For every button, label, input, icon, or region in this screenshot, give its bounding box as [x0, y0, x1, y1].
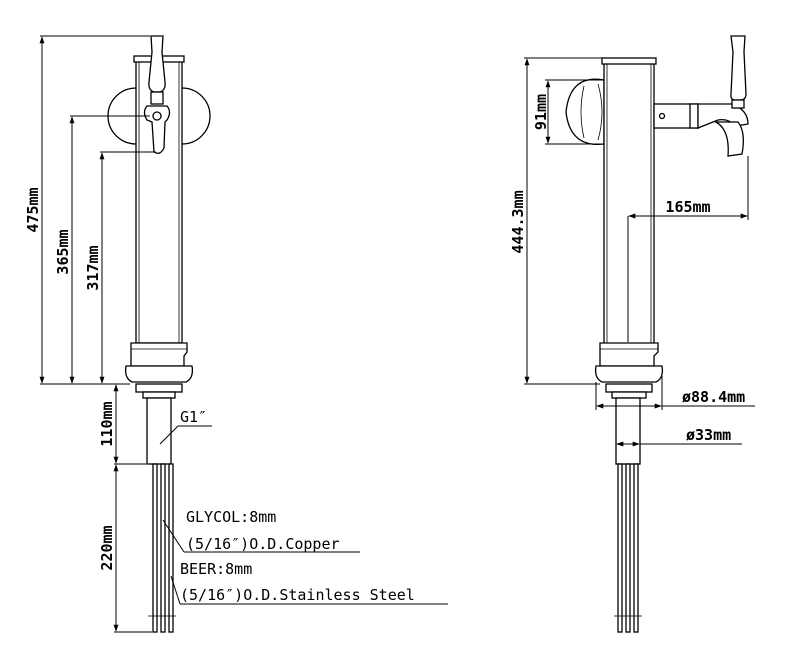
- side-base-collar: [599, 342, 659, 367]
- front-lines: [148, 463, 176, 633]
- dim-outlet-height: 317mm: [84, 245, 102, 290]
- side-shank-nut: [605, 383, 653, 393]
- dim-shank-diameter: ø33mm: [686, 426, 731, 444]
- front-shank: [146, 397, 172, 465]
- dim-base-diameter: ø88.4mm: [682, 388, 745, 406]
- front-base-collar: [130, 342, 188, 367]
- front-base-plate: [124, 365, 194, 383]
- side-spout: [713, 121, 744, 157]
- front-shank-nut: [135, 383, 183, 393]
- front-tap-handle: [148, 35, 166, 93]
- side-column: [603, 61, 655, 345]
- side-shank: [615, 397, 641, 465]
- front-faucet: [143, 105, 171, 154]
- dim-overall-height: 475mm: [24, 187, 42, 232]
- dim-top-height: 91mm: [532, 94, 550, 130]
- dim-spout-height: 365mm: [54, 229, 72, 274]
- dim-shank-length: 110mm: [98, 401, 116, 446]
- note-beer: BEER:8mm: [180, 560, 252, 578]
- thread-label: G1″: [180, 408, 207, 426]
- dim-column-height: 444.3mm: [509, 190, 527, 253]
- side-base-plate: [594, 365, 664, 383]
- dim-line-length: 220mm: [98, 525, 116, 570]
- note-glycol-material: (5/16″)O.D.Copper: [186, 535, 340, 553]
- side-tap-handle: [730, 35, 747, 101]
- note-glycol: GLYCOL:8mm: [186, 508, 276, 526]
- note-beer-material: (5/16″)O.D.Stainless Steel: [180, 586, 415, 604]
- side-lines: [614, 463, 642, 633]
- front-view: 475mm 365mm 317mm 110mm 220mm G1″ GLYCOL…: [24, 35, 448, 633]
- side-top-cap: [601, 57, 657, 65]
- side-view: 91mm 444.3mm 165mm ø88.4mm ø33mm: [509, 35, 755, 633]
- dim-reach: 165mm: [665, 198, 710, 216]
- side-top-dome: [565, 78, 605, 146]
